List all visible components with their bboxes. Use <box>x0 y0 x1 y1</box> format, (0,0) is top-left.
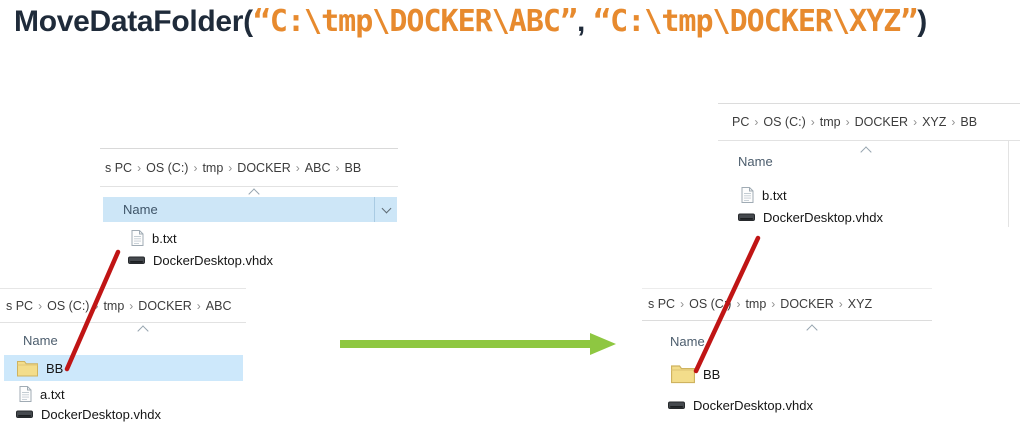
file-row[interactable]: b.txt <box>131 227 177 249</box>
breadcrumb-separator-icon: › <box>913 115 918 129</box>
file-name: BB <box>46 360 64 376</box>
sort-ascending-icon <box>248 188 260 200</box>
folder-icon <box>17 360 38 377</box>
breadcrumb-item[interactable]: tmp <box>819 115 841 129</box>
column-header-label: Name <box>123 202 158 217</box>
sort-ascending-icon <box>806 324 818 336</box>
breadcrumb-item[interactable]: s PC <box>105 160 133 175</box>
breadcrumb-separator-icon: › <box>228 160 233 175</box>
breadcrumb-item[interactable]: OS (C:) <box>146 160 189 175</box>
breadcrumb-item[interactable]: OS (C:) <box>47 298 90 313</box>
breadcrumb-separator-icon: › <box>335 160 340 175</box>
code-title: MoveDataFolder(“C:\tmp\DOCKER\ABC”, “C:\… <box>14 4 927 39</box>
breadcrumb-item[interactable]: PC <box>732 115 750 129</box>
file-row-selected[interactable]: BB <box>4 355 243 381</box>
breadcrumb-separator-icon: › <box>680 297 685 311</box>
file-name: a.txt <box>40 386 65 402</box>
chevron-down-icon <box>381 203 391 213</box>
breadcrumb: PC › OS (C:) › tmp › DOCKER › XYZ › BB <box>718 104 1020 141</box>
file-row[interactable]: DockerDesktop.vhdx <box>738 206 883 228</box>
file-name: DockerDesktop.vhdx <box>693 397 813 413</box>
closing-paren: ) <box>917 5 927 38</box>
breadcrumb-item[interactable]: DOCKER <box>780 297 834 311</box>
green-transition-arrow-head <box>590 333 616 355</box>
file-row[interactable]: DockerDesktop.vhdx <box>668 395 813 415</box>
breadcrumb-underline <box>642 320 932 321</box>
breadcrumb-separator-icon: › <box>771 297 776 311</box>
breadcrumb-item[interactable]: XYZ <box>922 115 947 129</box>
window-top-edge <box>642 288 932 289</box>
breadcrumb-item[interactable]: BB <box>344 160 362 175</box>
drive-icon <box>668 401 685 410</box>
breadcrumb: s PC › OS (C:) › tmp › DOCKER › ABC › BB <box>100 149 398 187</box>
drive-icon <box>128 256 145 265</box>
breadcrumb-separator-icon: › <box>193 160 198 175</box>
file-name: DockerDesktop.vhdx <box>41 406 161 422</box>
breadcrumb-item[interactable]: DOCKER <box>237 160 291 175</box>
file-row[interactable]: DockerDesktop.vhdx <box>4 404 243 424</box>
name-column-header[interactable]: Name <box>670 334 705 349</box>
breadcrumb-separator-icon: › <box>38 298 43 313</box>
breadcrumb-item[interactable]: s PC <box>6 298 34 313</box>
column-filter-dropdown[interactable] <box>374 197 397 222</box>
breadcrumb-item[interactable]: ABC <box>304 160 331 175</box>
breadcrumb-item[interactable]: DOCKER <box>854 115 909 129</box>
breadcrumb-separator-icon: › <box>845 115 850 129</box>
file-name: BB <box>703 366 721 382</box>
name-column-header[interactable]: Name <box>738 154 773 169</box>
drive-icon <box>738 213 755 222</box>
text-file-icon <box>19 386 32 402</box>
breadcrumb-separator-icon: › <box>951 115 956 129</box>
file-row[interactable]: DockerDesktop.vhdx <box>128 249 273 271</box>
file-row[interactable]: BB <box>671 360 720 388</box>
source-path-arg: “C:\tmp\DOCKER\ABC” <box>252 4 578 39</box>
breadcrumb-separator-icon: › <box>137 160 142 175</box>
breadcrumb-item[interactable]: tmp <box>103 298 125 313</box>
breadcrumb-separator-icon: › <box>838 297 843 311</box>
breadcrumb: s PC› OS (C:)› tmp› DOCKER› XYZ <box>640 288 876 320</box>
window-source-abc-bb: s PC › OS (C:) › tmp › DOCKER › ABC › BB Name… <box>100 148 398 281</box>
file-name: DockerDesktop.vhdx <box>153 252 273 268</box>
breadcrumb-item[interactable]: tmp <box>745 297 767 311</box>
breadcrumb-item[interactable]: s PC <box>648 297 676 311</box>
file-row[interactable]: a.txt <box>4 384 243 404</box>
breadcrumb-item[interactable]: tmp <box>202 160 224 175</box>
argument-separator: , <box>577 5 594 38</box>
breadcrumb-separator-icon: › <box>810 115 815 129</box>
sort-ascending-icon <box>137 325 149 337</box>
name-column-header[interactable]: Name <box>103 188 397 222</box>
function-name: MoveDataFolder( <box>14 5 253 38</box>
drive-icon <box>16 410 33 419</box>
window-source-abc: s PC› OS (C:)› tmp› DOCKER› ABC Name BB … <box>0 288 246 423</box>
breadcrumb-separator-icon: › <box>295 160 300 175</box>
folder-icon <box>671 364 695 384</box>
dest-path-arg: “C:\tmp\DOCKER\XYZ” <box>593 4 918 39</box>
file-name: b.txt <box>152 230 177 246</box>
breadcrumb-item[interactable]: XYZ <box>847 297 873 311</box>
breadcrumb-item[interactable]: DOCKER <box>138 298 192 313</box>
breadcrumb-separator-icon: › <box>129 298 134 313</box>
breadcrumb-separator-icon: › <box>754 115 759 129</box>
text-file-icon <box>741 187 754 203</box>
breadcrumb-item[interactable]: OS (C:) <box>763 115 806 129</box>
name-column-header[interactable]: Name <box>23 333 58 348</box>
file-name: DockerDesktop.vhdx <box>763 209 883 225</box>
sort-ascending-icon <box>860 146 872 158</box>
breadcrumb: s PC› OS (C:)› tmp› DOCKER› ABC <box>0 289 246 323</box>
breadcrumb-item[interactable]: ABC <box>205 298 232 313</box>
column-edge-divider <box>1008 141 1009 227</box>
file-row[interactable]: b.txt <box>741 184 787 206</box>
breadcrumb-item[interactable]: BB <box>960 115 978 129</box>
breadcrumb-separator-icon: › <box>196 298 201 313</box>
window-dest-xyz-bb: PC › OS (C:) › tmp › DOCKER › XYZ › BB Name b… <box>718 103 1020 234</box>
window-dest-xyz: s PC› OS (C:)› tmp› DOCKER› XYZ Name BB … <box>640 288 1024 422</box>
breadcrumb-item[interactable]: OS (C:) <box>689 297 732 311</box>
text-file-icon <box>131 230 144 246</box>
file-name: b.txt <box>762 187 787 203</box>
